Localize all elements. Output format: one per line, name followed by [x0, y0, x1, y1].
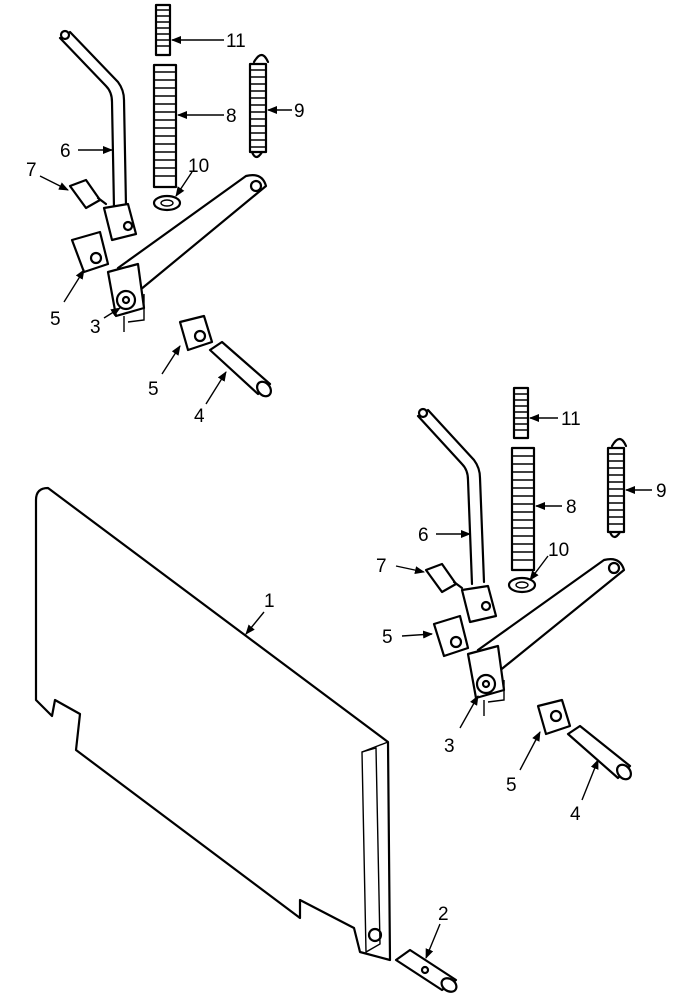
callout-a-10: 10 [188, 156, 209, 177]
callout-b-11: 11 [561, 409, 581, 430]
callout-labels: 11 8 9 6 7 10 5 3 5 4 11 8 9 6 7 10 5 3 … [26, 31, 667, 925]
callout-a-5-right: 5 [148, 379, 159, 400]
panel [34, 486, 392, 962]
callout-b-5-right: 5 [506, 775, 517, 796]
pin-2 [394, 948, 458, 993]
assembly-a [58, 3, 272, 398]
callout-b-8: 8 [566, 497, 577, 518]
callout-a-8: 8 [226, 106, 237, 127]
callout-a-9: 9 [294, 101, 305, 122]
callout-a-5-left: 5 [50, 309, 61, 330]
callout-b-5-left: 5 [382, 627, 393, 648]
callout-a-11: 11 [226, 31, 246, 52]
callout-b-7: 7 [376, 556, 387, 577]
callout-b-4: 4 [570, 804, 581, 825]
callout-panel-1: 1 [264, 591, 275, 612]
callout-b-10: 10 [548, 540, 569, 561]
callout-b-3: 3 [444, 736, 455, 757]
assembly-b [416, 386, 632, 781]
callout-a-4: 4 [194, 406, 205, 427]
callout-a-3: 3 [90, 317, 101, 338]
callout-a-7: 7 [26, 160, 37, 181]
callout-a-6: 6 [60, 141, 71, 162]
callout-pin-2: 2 [438, 904, 449, 925]
callout-b-6: 6 [418, 525, 429, 546]
callout-b-9: 9 [656, 481, 667, 502]
leader-lines [39, 36, 652, 959]
